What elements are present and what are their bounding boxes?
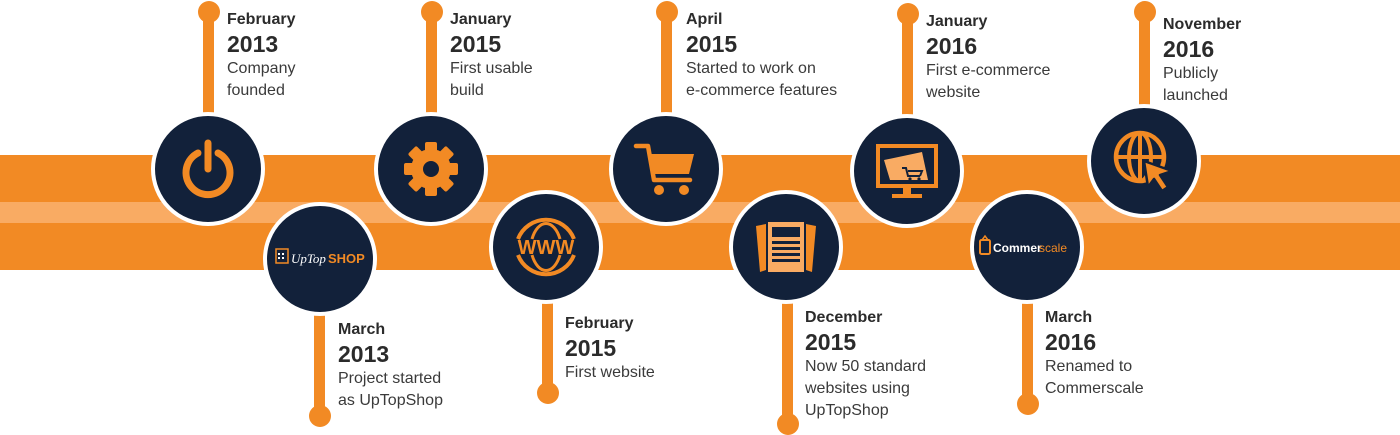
uptopshop-logo: UpTop SHOP [275, 248, 365, 266]
event-label: February 2015 First website [565, 314, 655, 384]
event-icon-circle: WWW [489, 190, 603, 304]
event-year: 2013 [338, 341, 390, 367]
event-year: 2016 [1163, 36, 1215, 62]
newspaper-icon [756, 222, 816, 272]
event-year: 2015 [565, 335, 617, 361]
event-month: December [805, 309, 883, 326]
power-icon [182, 139, 234, 199]
event-marker-dot [309, 405, 331, 427]
event-icon-circle [609, 112, 723, 226]
logo-text-shop: SHOP [328, 251, 365, 266]
globe-cursor-icon [1113, 130, 1174, 193]
event-month: November [1163, 16, 1242, 33]
event-description: First usable build [450, 60, 533, 99]
shopping-cart-icon [633, 143, 694, 195]
event-year: 2015 [686, 31, 738, 57]
event-label: January 2016 First e-commerce website [926, 12, 1050, 104]
event-icon-circle: Commer scale [970, 190, 1084, 304]
event-icon-circle [374, 112, 488, 226]
event-month: February [227, 11, 296, 28]
event-year: 2016 [926, 33, 978, 59]
gear-icon [404, 142, 458, 196]
event-description: Now 50 standard websites using UpTopShop [805, 358, 926, 419]
commerscale-logo: Commer scale [979, 234, 1067, 255]
event-label: March 2013 Project started as UpTopShop [338, 320, 443, 412]
event-description: Project started as UpTopShop [338, 370, 443, 409]
event-month: March [338, 321, 386, 338]
event-icon-circle [729, 190, 843, 304]
monitor-cart-icon [876, 144, 938, 198]
event-connector [661, 12, 672, 120]
event-marker-dot [1017, 393, 1039, 415]
event-label: January 2015 First usable build [450, 10, 533, 102]
event-connector [1022, 298, 1033, 404]
event-description: First website [565, 364, 655, 381]
logo-text-commer: Commer [993, 241, 1042, 255]
event-month: March [1045, 309, 1093, 326]
event-description: Publicly launched [1163, 65, 1228, 104]
event-label: April 2015 Started to work on e-commerce… [686, 10, 837, 102]
event-connector [902, 14, 913, 120]
event-label: February 2013 Company founded [227, 10, 295, 102]
event-icon-circle [1087, 104, 1201, 218]
event-year: 2013 [227, 31, 279, 57]
event-year: 2015 [805, 329, 857, 355]
www-globe-icon: WWW [516, 217, 576, 277]
event-icon-circle [850, 114, 964, 228]
logo-text-uptop: UpTop [291, 251, 326, 266]
event-description: Started to work on e-commerce features [686, 60, 838, 99]
event-label: March 2016 Renamed to Commerscale [1045, 308, 1144, 400]
event-connector [314, 300, 325, 415]
event-month: February [565, 315, 634, 332]
event-connector [1139, 12, 1150, 112]
event-connector [203, 12, 214, 120]
event-month: April [686, 11, 723, 28]
event-description: Company founded [227, 60, 296, 99]
event-marker-dot [777, 413, 799, 435]
event-icon-circle [151, 112, 265, 226]
event-connector [542, 288, 553, 393]
event-year: 2015 [450, 31, 502, 57]
event-month: January [450, 11, 512, 28]
event-marker-dot [537, 382, 559, 404]
event-label: November 2016 Publicly launched [1163, 15, 1241, 107]
www-text: WWW [518, 237, 575, 259]
event-connector [426, 12, 437, 120]
event-description: First e-commerce website [926, 62, 1051, 101]
event-icon-circle: UpTop SHOP [263, 202, 377, 316]
logo-text-scale: scale [1039, 241, 1067, 255]
event-year: 2016 [1045, 329, 1097, 355]
event-connector [782, 298, 793, 424]
event-label: December 2015 Now 50 standard websites u… [805, 308, 926, 422]
event-description: Renamed to Commerscale [1045, 358, 1144, 397]
event-month: January [926, 13, 988, 30]
